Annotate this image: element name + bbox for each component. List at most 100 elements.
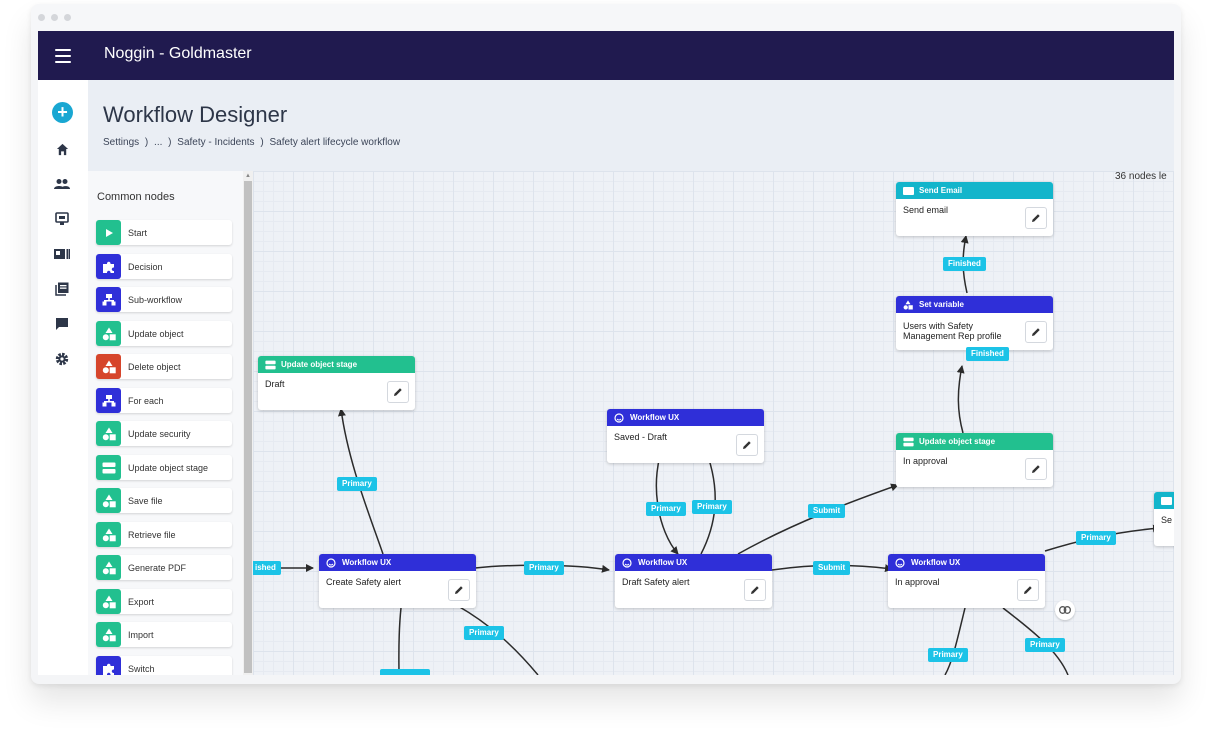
palette-item-decision[interactable]: Decision [96, 254, 232, 279]
pencil-icon [1032, 328, 1040, 336]
palette-item-label: Export [128, 596, 155, 607]
node-header: Workflow UX [319, 554, 476, 571]
edit-node-button[interactable] [1025, 207, 1047, 229]
palette-item-label: Delete object [128, 361, 181, 372]
palette-item-for-each[interactable]: For each [96, 388, 232, 413]
workflow-canvas[interactable]: 36 nodes le Send Email Send email Set va… [253, 171, 1174, 675]
node-ux-draft-safety-alert[interactable]: Workflow UX Draft Safety alert [615, 554, 772, 608]
breadcrumb-item-safety-incidents[interactable]: Safety - Incidents [177, 137, 255, 148]
top-bar: Noggin - Goldmaster [38, 31, 1174, 80]
palette-item-update-security[interactable]: Update security [96, 421, 232, 446]
pencil-icon [1032, 214, 1040, 222]
hierarchy-icon [96, 388, 121, 413]
palette-item-save-file[interactable]: Save file [96, 488, 232, 513]
edge-create-primary-down[interactable] [457, 605, 539, 675]
inbox-icon[interactable] [53, 210, 71, 228]
breadcrumb-item-ellipsis[interactable]: ... [154, 137, 163, 148]
edit-node-button[interactable] [736, 434, 758, 456]
palette-item-import[interactable]: Import [96, 622, 232, 647]
shapes-icon [96, 589, 121, 614]
smiley-icon [894, 557, 906, 568]
play-icon [96, 220, 121, 245]
node-type-label: Update object stage [281, 360, 358, 369]
edge-label-finished: ished [253, 561, 281, 575]
card-icon[interactable] [53, 245, 71, 263]
node-palette: Common nodes Start Decision Sub-workflow… [88, 171, 243, 675]
palette-item-start[interactable]: Start [96, 220, 232, 245]
edge-label-primary: Primary [524, 561, 564, 575]
shapes-icon [96, 321, 121, 346]
palette-item-update-object[interactable]: Update object [96, 321, 232, 346]
edge-label-primary: Primary [1076, 531, 1116, 545]
scrollbar-thumb[interactable] [244, 181, 252, 673]
palette-item-delete-object[interactable]: Delete object [96, 354, 232, 379]
node-type-label: Send Email [919, 186, 963, 195]
palette-item-label: Start [128, 227, 148, 238]
library-icon[interactable] [53, 280, 71, 298]
edge-draft-to-stage-approval[interactable] [737, 483, 899, 555]
node-header: Update object stage [896, 433, 1053, 450]
chat-icon[interactable] [53, 315, 71, 333]
palette-item-retrieve-file[interactable]: Retrieve file [96, 522, 232, 547]
edit-node-button[interactable] [1025, 321, 1047, 343]
edge-approval-down-left[interactable] [944, 607, 966, 675]
settings-icon[interactable] [53, 350, 71, 368]
edge-label-submit: Submit [808, 504, 846, 518]
nodes-left-counter: 36 nodes le [1115, 171, 1167, 182]
window-chrome [31, 4, 1181, 31]
shapes-icon [96, 421, 121, 446]
edge-stage-to-variable[interactable] [956, 365, 965, 434]
breadcrumb-separator: ) [260, 137, 264, 148]
edit-node-button[interactable] [744, 579, 766, 601]
node-set-variable[interactable]: Set variable Users with Safety Managemen… [896, 296, 1053, 350]
hamburger-menu-icon[interactable] [55, 49, 71, 63]
scroll-up-arrow-icon[interactable]: ▲ [245, 173, 251, 179]
node-type-label: Workflow UX [638, 558, 688, 567]
node-label: Users with Safety Management Rep profile [903, 321, 1002, 341]
node-type-label: Set variable [919, 300, 964, 309]
node-ux-create-safety-alert[interactable]: Workflow UX Create Safety alert [319, 554, 476, 608]
breadcrumb-item-settings[interactable]: Settings [103, 137, 140, 148]
edit-node-button[interactable] [448, 579, 470, 601]
node-label: Se [1161, 515, 1173, 525]
link-icon[interactable] [1055, 600, 1075, 620]
node-header: Workflow UX [607, 409, 764, 426]
node-partial-send-email[interactable]: Se [1154, 492, 1174, 546]
home-icon[interactable] [53, 140, 71, 158]
edit-node-button[interactable] [1025, 458, 1047, 480]
email-icon [902, 186, 914, 196]
node-stage-draft[interactable]: Update object stage Draft [258, 356, 415, 410]
pencil-icon [394, 388, 402, 396]
palette-item-generate-pdf[interactable]: Generate PDF [96, 555, 232, 580]
people-icon[interactable] [53, 175, 71, 193]
node-type-label: Workflow UX [342, 558, 392, 567]
node-header: Workflow UX [888, 554, 1045, 571]
edit-node-button[interactable] [1017, 579, 1039, 601]
palette-item-sub-workflow[interactable]: Sub-workflow [96, 287, 232, 312]
edge-label-finished: Finished [966, 347, 1009, 361]
node-stage-in-approval[interactable]: Update object stage In approval [896, 433, 1053, 487]
node-ux-in-approval[interactable]: Workflow UX In approval [888, 554, 1045, 608]
node-send-email[interactable]: Send Email Send email [896, 182, 1053, 236]
palette-item-switch[interactable]: Switch [96, 656, 232, 675]
node-label: In approval [903, 456, 948, 466]
page-title: Workflow Designer [103, 102, 288, 127]
add-icon[interactable]: + [52, 102, 73, 123]
node-label: Create Safety alert [326, 577, 402, 587]
pencil-icon [751, 586, 759, 594]
palette-item-update-object-stage[interactable]: Update object stage [96, 455, 232, 480]
edit-node-button[interactable] [387, 381, 409, 403]
palette-title: Common nodes [97, 191, 175, 203]
node-label: Saved - Draft [614, 432, 668, 442]
node-ux-saved-draft[interactable]: Workflow UX Saved - Draft [607, 409, 764, 463]
palette-item-label: Sub-workflow [128, 294, 183, 305]
breadcrumb-item-current: Safety alert lifecycle workflow [269, 137, 401, 148]
edge-create-down[interactable] [398, 607, 402, 675]
palette-scrollbar[interactable]: ▲ [243, 171, 253, 675]
puzzle-icon [96, 254, 121, 279]
breadcrumb: Settings ) ... ) Safety - Incidents ) Sa… [103, 137, 403, 148]
palette-item-export[interactable]: Export [96, 589, 232, 614]
window-dot [64, 14, 71, 21]
node-label: Draft [265, 379, 285, 389]
palette-item-label: For each [128, 395, 164, 406]
